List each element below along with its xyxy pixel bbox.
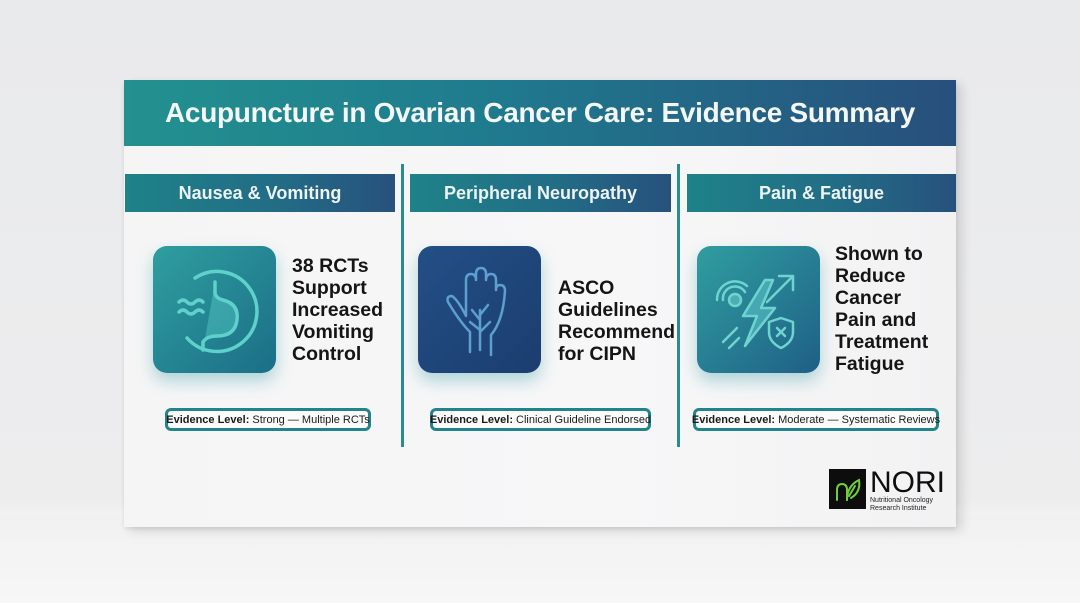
title-banner: Acupuncture in Ovarian Cancer Care: Evid…: [124, 80, 956, 146]
floor-background: [0, 515, 1080, 603]
stat-text: 38 RCTs Support Increased Vomiting Contr…: [292, 255, 384, 365]
leaf-logo-icon: [829, 469, 866, 509]
column-pain-fatigue: Pain & Fatigue Shown to Reduce Cancer Pa…: [687, 163, 956, 448]
poster-title: Acupuncture in Ovarian Cancer Care: Evid…: [165, 97, 915, 128]
column-divider: [401, 164, 404, 447]
column-heading: Peripheral Neuropathy: [410, 174, 671, 212]
stat-text: Shown to Reduce Cancer Pain and Treatmen…: [835, 243, 929, 375]
column-nausea: Nausea & Vomiting 38 RCTs Support Increa…: [125, 163, 395, 448]
stat-text: ASCO Guidelines Recommend for CIPN: [558, 277, 676, 365]
column-heading: Pain & Fatigue: [687, 174, 956, 212]
column-heading: Nausea & Vomiting: [125, 174, 395, 212]
evidence-badge: Evidence Level:Strong — Multiple RCTs: [165, 408, 371, 431]
evidence-badge: Evidence Level:Clinical Guideline Endors…: [430, 408, 651, 431]
column-heading-text: Peripheral Neuropathy: [443, 182, 638, 203]
hand-nerves-icon: [418, 246, 541, 373]
nori-logo: NORI Nutritional Oncology Research Insti…: [829, 466, 945, 513]
column-heading-text: Nausea & Vomiting: [178, 182, 342, 203]
logo-subtitle: Research Institute: [870, 505, 927, 512]
evidence-badge: Evidence Level:Moderate — Systematic Rev…: [692, 408, 940, 431]
stomach-icon: [153, 246, 276, 373]
column-divider: [677, 164, 680, 447]
column-heading-text: Pain & Fatigue: [758, 182, 884, 203]
column-neuropathy: Peripheral Neuropathy ASCO Guidelines Re…: [410, 163, 675, 448]
logo-name: NORI: [870, 466, 945, 499]
pain-lightning-icon: [697, 246, 820, 373]
poster-board: Acupuncture in Ovarian Cancer Care: Evid…: [124, 80, 956, 527]
logo-subtitle: Nutritional Oncology: [870, 497, 934, 504]
